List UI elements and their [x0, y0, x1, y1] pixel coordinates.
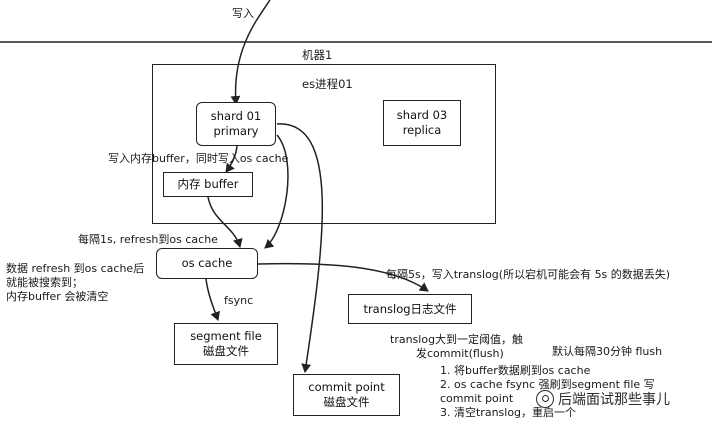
watermark: 后端面试那些事儿: [536, 389, 670, 409]
shard-to-commit-point-arrow: [276, 123, 324, 373]
commit-step-2: 2. os cache fsync 强刷到segment file 写: [440, 378, 655, 391]
search-note-line1: 数据 refresh 到os cache后: [6, 262, 145, 275]
commit-trigger-line1: translog大到一定阈值，触: [390, 333, 524, 346]
es-process-frame: [152, 64, 496, 224]
commit-point-medium: 磁盘文件: [323, 395, 370, 409]
shard-primary-box: shard 01 primary: [196, 102, 276, 146]
commit-point-box: commit point 磁盘文件: [293, 374, 400, 416]
oscache-to-translog-arrow: [257, 262, 429, 292]
process-label: es进程01: [302, 77, 353, 91]
write-arrow: [230, 0, 271, 105]
commit-point-name: commit point: [308, 380, 385, 394]
shard-to-buffer-arrow: [225, 145, 238, 173]
shard-replica-role: replica: [402, 123, 442, 137]
commit-step-1: 1. 将buffer数据刷到os cache: [440, 364, 591, 377]
wechat-account-icon: [536, 390, 554, 408]
segment-file-medium: 磁盘文件: [203, 344, 249, 358]
fsync-arrow: [205, 278, 220, 321]
refresh-note: 每隔1s, refresh到os cache: [78, 233, 218, 246]
commit-step-3: 3. 清空translog，重启一个: [440, 406, 577, 419]
shard-to-oscache-arrow: [264, 134, 289, 249]
os-cache-box: os cache: [156, 248, 258, 279]
search-note-line2: 就能被搜索到；: [6, 276, 83, 289]
translog-note: 每隔5s，写入translog(所以宕机可能会有 5s 的数据丢失): [386, 268, 671, 281]
write-label: 写入: [232, 7, 254, 20]
commit-step-2-continued: commit point: [440, 392, 514, 405]
shard-primary-name: shard 01: [210, 109, 262, 123]
machine-label: 机器1: [302, 48, 333, 62]
search-note-line3: 内存buffer 会被清空: [6, 290, 109, 303]
commit-trigger-line2: 发commit(flush): [416, 347, 504, 360]
write-buffer-note: 写入内存buffer，同时写入os cache: [108, 152, 289, 165]
segment-file-box: segment file 磁盘文件: [174, 323, 278, 365]
memory-buffer-box: 内存 buffer: [163, 172, 253, 197]
shard-primary-role: primary: [213, 124, 259, 138]
fsync-label: fsync: [224, 294, 254, 307]
watermark-text: 后端面试那些事儿: [558, 392, 670, 408]
shard-replica-name: shard 03: [396, 108, 448, 122]
shard-replica-box: shard 03 replica: [383, 100, 461, 146]
translog-file-box: translog日志文件: [348, 294, 472, 324]
flush-interval-note: 默认每隔30分钟 flush: [552, 345, 663, 358]
segment-file-name: segment file: [190, 329, 262, 343]
